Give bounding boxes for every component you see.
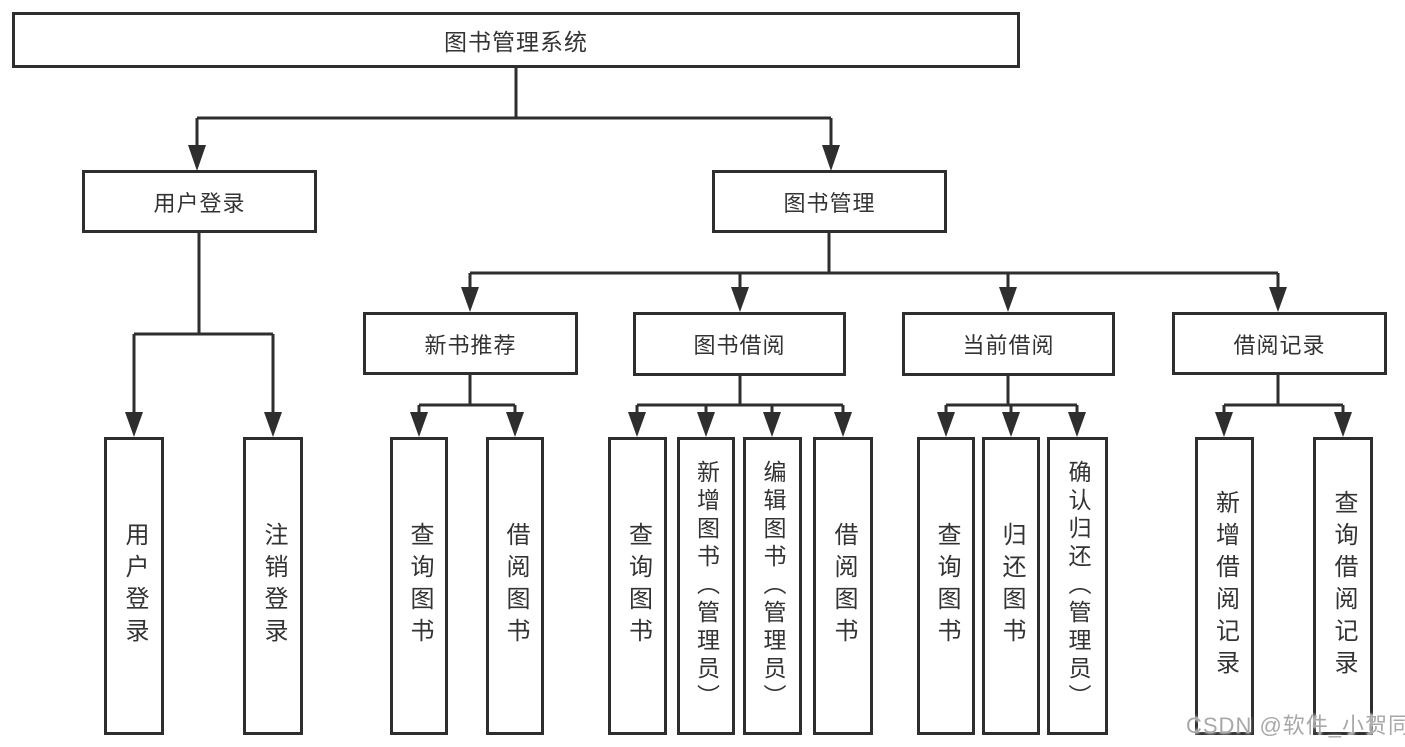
arrowhead [461,287,479,312]
arrowhead [506,412,524,437]
leaf-user-login: 用户登录 [104,437,164,735]
leaf-logout-login: 注销登录 [243,437,303,735]
arrowhead [1215,412,1233,437]
leaf-query-books-2: 查询图书 [608,437,667,735]
arrowhead [697,412,715,437]
leaf-query-books-3: 查询图书 [917,437,975,735]
connector-user-login [132,233,275,420]
leaf-edit-book-admin: 编辑图书（管理员） [743,437,802,735]
arrowhead [125,412,143,437]
arrowhead [1002,412,1020,437]
node-current-borrow: 当前借阅 [902,312,1115,376]
arrowhead [999,287,1017,312]
node-book-borrow-label: 图书借阅 [693,333,786,358]
connector-new-book-recommend [417,375,517,420]
node-user-login-label: 用户登录 [153,190,246,216]
leaf-add-book-admin: 新增图书（管理员） [677,437,735,735]
connector-root [195,68,833,150]
arrowhead [1334,412,1352,437]
leaf-add-book-admin-label: 新增图书（管理员） [693,460,720,712]
leaf-query-borrow-record: 查询借阅记录 [1313,437,1373,735]
node-user-login: 用户登录 [82,170,317,233]
node-current-borrow-label: 当前借阅 [962,333,1055,358]
connector-book-management [468,233,1280,292]
leaf-add-borrow-record-label: 新增借阅记录 [1211,490,1239,682]
leaf-borrow-books-1-label: 借阅图书 [502,522,529,650]
leaf-borrow-books-2-label: 借阅图书 [830,522,857,650]
leaf-return-book: 归还图书 [982,437,1040,735]
arrowhead [410,412,428,437]
leaf-query-books-2-label: 查询图书 [624,522,652,650]
arrowhead [188,145,206,171]
arrowhead [1269,287,1287,312]
leaf-query-books-1-label: 查询图书 [406,522,433,650]
leaf-user-login-label: 用户登录 [121,522,148,650]
leaf-query-books-1: 查询图书 [390,437,448,735]
arrowhead [731,287,749,312]
node-borrow-records: 借阅记录 [1172,312,1387,375]
leaf-logout-login-label: 注销登录 [260,522,287,650]
leaf-borrow-books-2: 借阅图书 [813,437,873,735]
arrowheads [125,145,1352,437]
arrowhead [1068,412,1086,437]
leaf-query-books-3-label: 查询图书 [933,522,960,650]
leaf-add-borrow-record: 新增借阅记录 [1195,437,1254,735]
node-root-label: 图书管理系统 [444,29,588,55]
node-book-management: 图书管理 [712,170,947,233]
leaf-confirm-return-admin-label: 确认归还（管理员） [1065,460,1091,712]
connector-book-borrow [635,376,845,420]
node-root: 图书管理系统 [12,12,1020,68]
leaf-query-borrow-record-label: 查询借阅记录 [1330,490,1357,682]
node-borrow-records-label: 借阅记录 [1233,332,1326,358]
arrowhead [937,412,955,437]
connector-borrow-records [1222,375,1345,420]
arrowhead [264,412,282,437]
arrowhead [834,412,852,437]
arrowhead [763,412,781,437]
csdn-watermark: CSDN @软件_小贺同学 [1186,713,1405,738]
node-new-book-recommend: 新书推荐 [363,312,578,375]
leaf-confirm-return-admin: 确认归还（管理员） [1047,437,1108,735]
leaf-borrow-books-1: 借阅图书 [486,437,544,735]
node-new-book-recommend-label: 新书推荐 [424,332,517,358]
node-book-borrow: 图书借阅 [633,312,846,376]
leaf-edit-book-admin-label: 编辑图书（管理员） [760,460,786,712]
arrowhead [822,145,840,171]
leaf-return-book-label: 归还图书 [998,522,1025,650]
node-book-management-label: 图书管理 [783,190,876,216]
arrowhead [628,412,646,437]
